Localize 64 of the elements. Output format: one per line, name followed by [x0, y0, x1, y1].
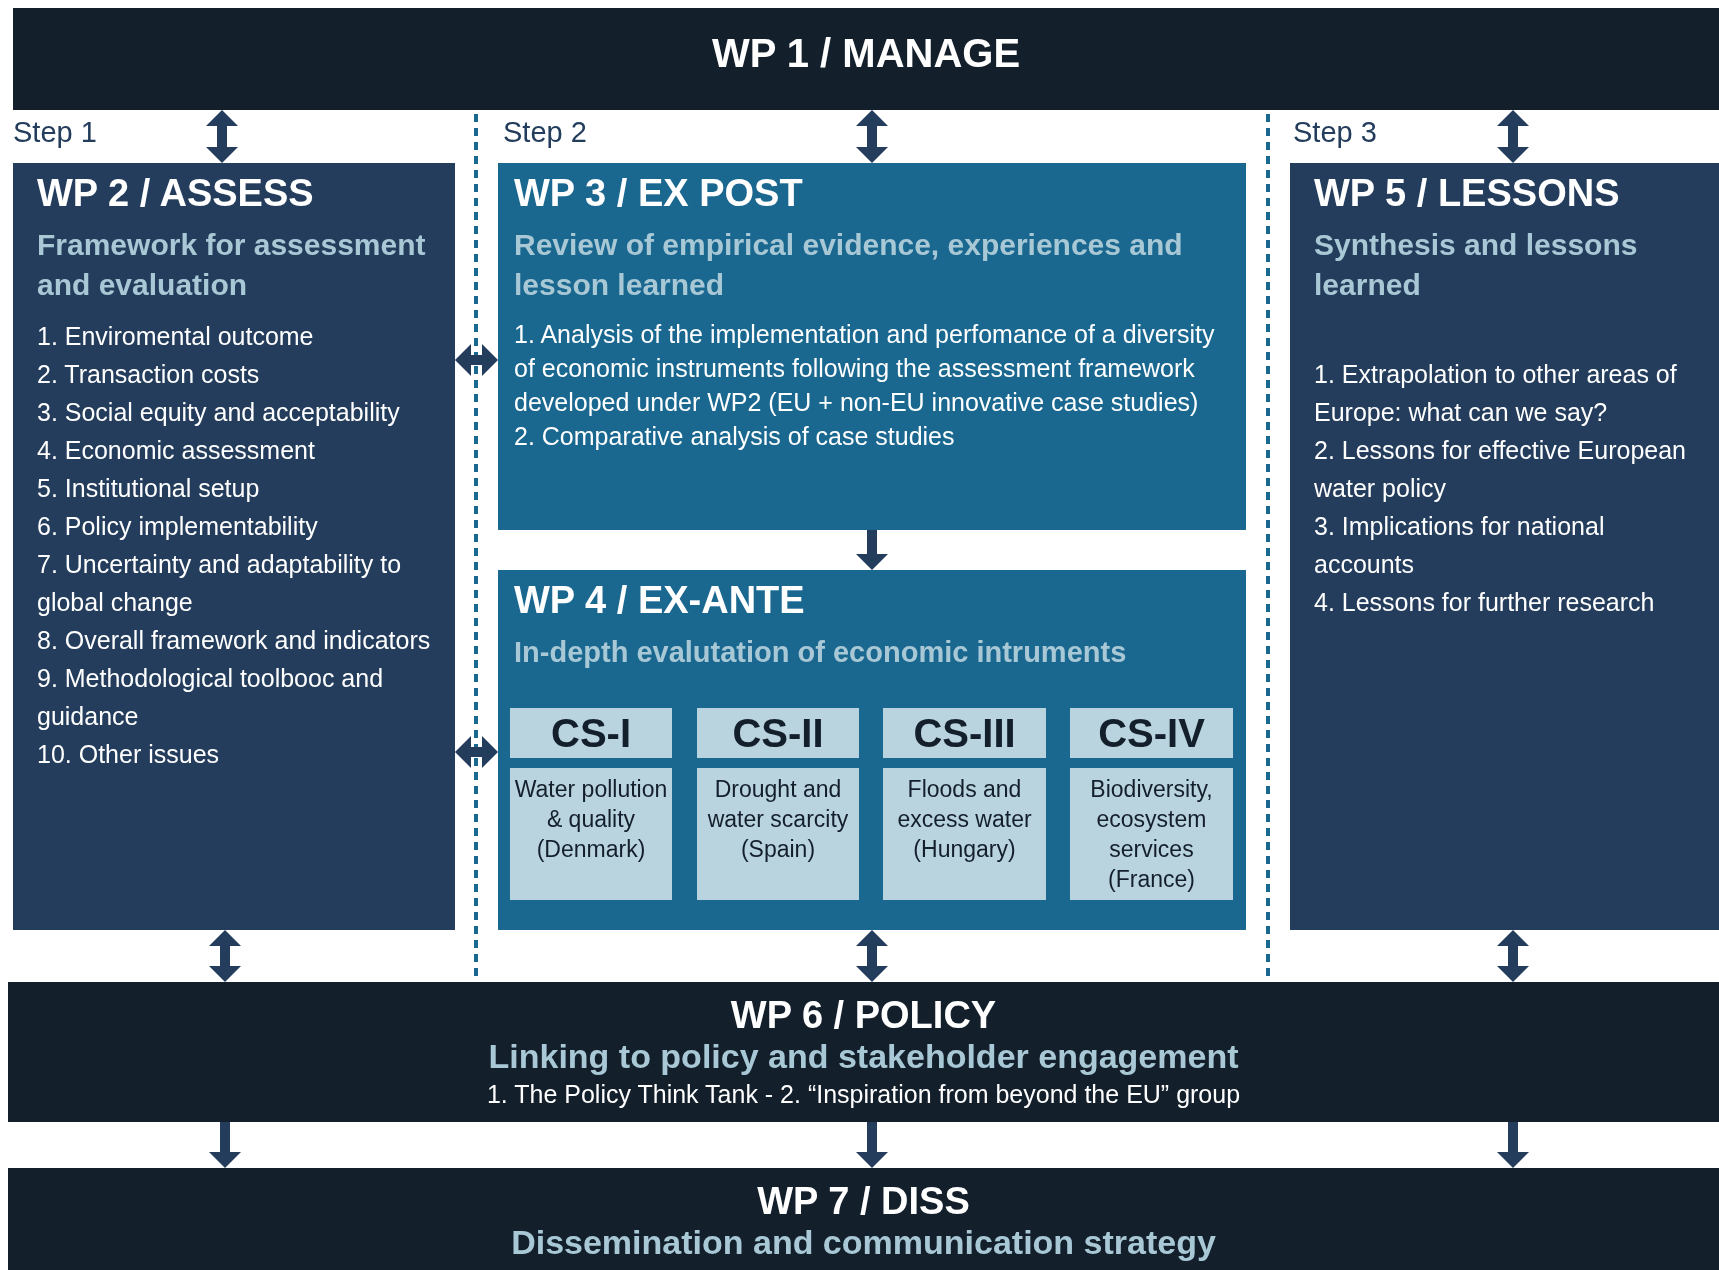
work-package-band: [8, 1168, 1719, 1270]
double-arrow: [1497, 110, 1529, 163]
list-item: 4. Economic assessment: [37, 435, 316, 466]
package-subtitle: Linking to policy and stakeholder engagement: [487, 1036, 1240, 1076]
arrow: [856, 530, 888, 570]
list-item: 3. Social equity and acceptability: [37, 397, 401, 428]
case-study-description: Drought and water scarcity (Spain): [706, 775, 850, 864]
header-band: [13, 8, 1719, 110]
package-title: WP 1 / MANAGE: [710, 30, 1022, 77]
work-package-panel: [13, 163, 455, 930]
list-item: 7. Uncertainty and adaptability to global change: [37, 549, 403, 618]
case-study-code: CS-III: [883, 708, 1046, 768]
list-item: 3. Implications for national accounts: [1314, 511, 1606, 580]
list-item: 4. Lessons for further research: [1314, 587, 1656, 618]
work-package-band: [8, 982, 1719, 1122]
package-subtitle: Synthesis and lessons learned: [1314, 227, 1639, 303]
list-item: 6. Policy implementability: [37, 511, 319, 542]
case-study-card: [883, 708, 1046, 900]
case-study-description: Water pollution & quality (Denmark): [513, 775, 669, 864]
arrow: [209, 1122, 241, 1168]
double-arrow: [455, 344, 498, 376]
package-title: WP 4 / EX-ANTE: [514, 578, 806, 622]
package-title: WP 7 / DISS: [756, 1179, 971, 1222]
case-study-card: [510, 708, 672, 900]
package-subtitle: In-depth evalutation of economic intruments: [514, 635, 1128, 670]
package-subtitle: Framework for assessment and evaluation: [37, 227, 427, 303]
work-package-panel: [498, 570, 1246, 930]
list-item: 10. Other issues: [37, 739, 221, 770]
package-title: WP 5 / LESSONS: [1314, 171, 1621, 215]
list-item: 5. Institutional setup: [37, 473, 261, 504]
double-arrow: [206, 110, 238, 163]
case-study-code: CS-I: [510, 708, 672, 768]
list-item: 9. Methodological toolbooc and guidance: [37, 663, 385, 732]
double-arrow: [856, 930, 888, 982]
package-title: WP 6 / POLICY: [729, 993, 998, 1036]
list-item: 1. The Policy Think Tank - 2. “Inspiration from beyond the EU” group: [485, 1079, 1242, 1110]
list-item: 2. Transaction costs: [37, 359, 261, 390]
double-arrow: [455, 736, 498, 768]
case-study-description: Floods and excess water (Hungary): [896, 775, 1033, 864]
double-arrow: [209, 930, 241, 982]
step-label: Step 1: [13, 116, 97, 149]
case-study-card: [1070, 708, 1233, 900]
list-item: 8. Overall framework and indicators: [37, 625, 431, 656]
step-label: Step 2: [503, 116, 587, 149]
case-study-description: Biodiversity, ecosystem services (France): [1089, 775, 1214, 894]
case-study-card: [697, 708, 859, 900]
arrow: [1497, 1122, 1529, 1168]
package-subtitle: Review of empirical evidence, experiences and lesson learned: [514, 227, 1184, 303]
step-label: Step 3: [1293, 116, 1377, 149]
package-title: WP 3 / EX POST: [514, 171, 804, 215]
double-arrow: [1497, 930, 1529, 982]
work-package-panel: [1290, 163, 1719, 930]
double-arrow: [856, 110, 888, 163]
package-title: WP 2 / ASSESS: [37, 171, 315, 215]
list-item: 1. Enviromental outcome: [37, 321, 315, 352]
list-item: 2. Lessons for effective European water policy: [1314, 435, 1687, 504]
list-item: 1. Analysis of the implementation and perfomance of a diversity of economic instruments following the assessment framework developed under WP2 (EU + non-EU innovative case studies): [514, 319, 1216, 418]
work-package-panel: [498, 163, 1246, 530]
list-item: 1. Extrapolation to other areas of Europe: what can we say?: [1314, 359, 1678, 428]
list-item: 2. Comparative analysis of case studies: [514, 421, 956, 452]
package-subtitle: Dissemination and communication strategy: [510, 1222, 1217, 1262]
arrow: [856, 1122, 888, 1168]
case-study-code: CS-IV: [1070, 708, 1233, 768]
case-study-code: CS-II: [697, 708, 859, 768]
